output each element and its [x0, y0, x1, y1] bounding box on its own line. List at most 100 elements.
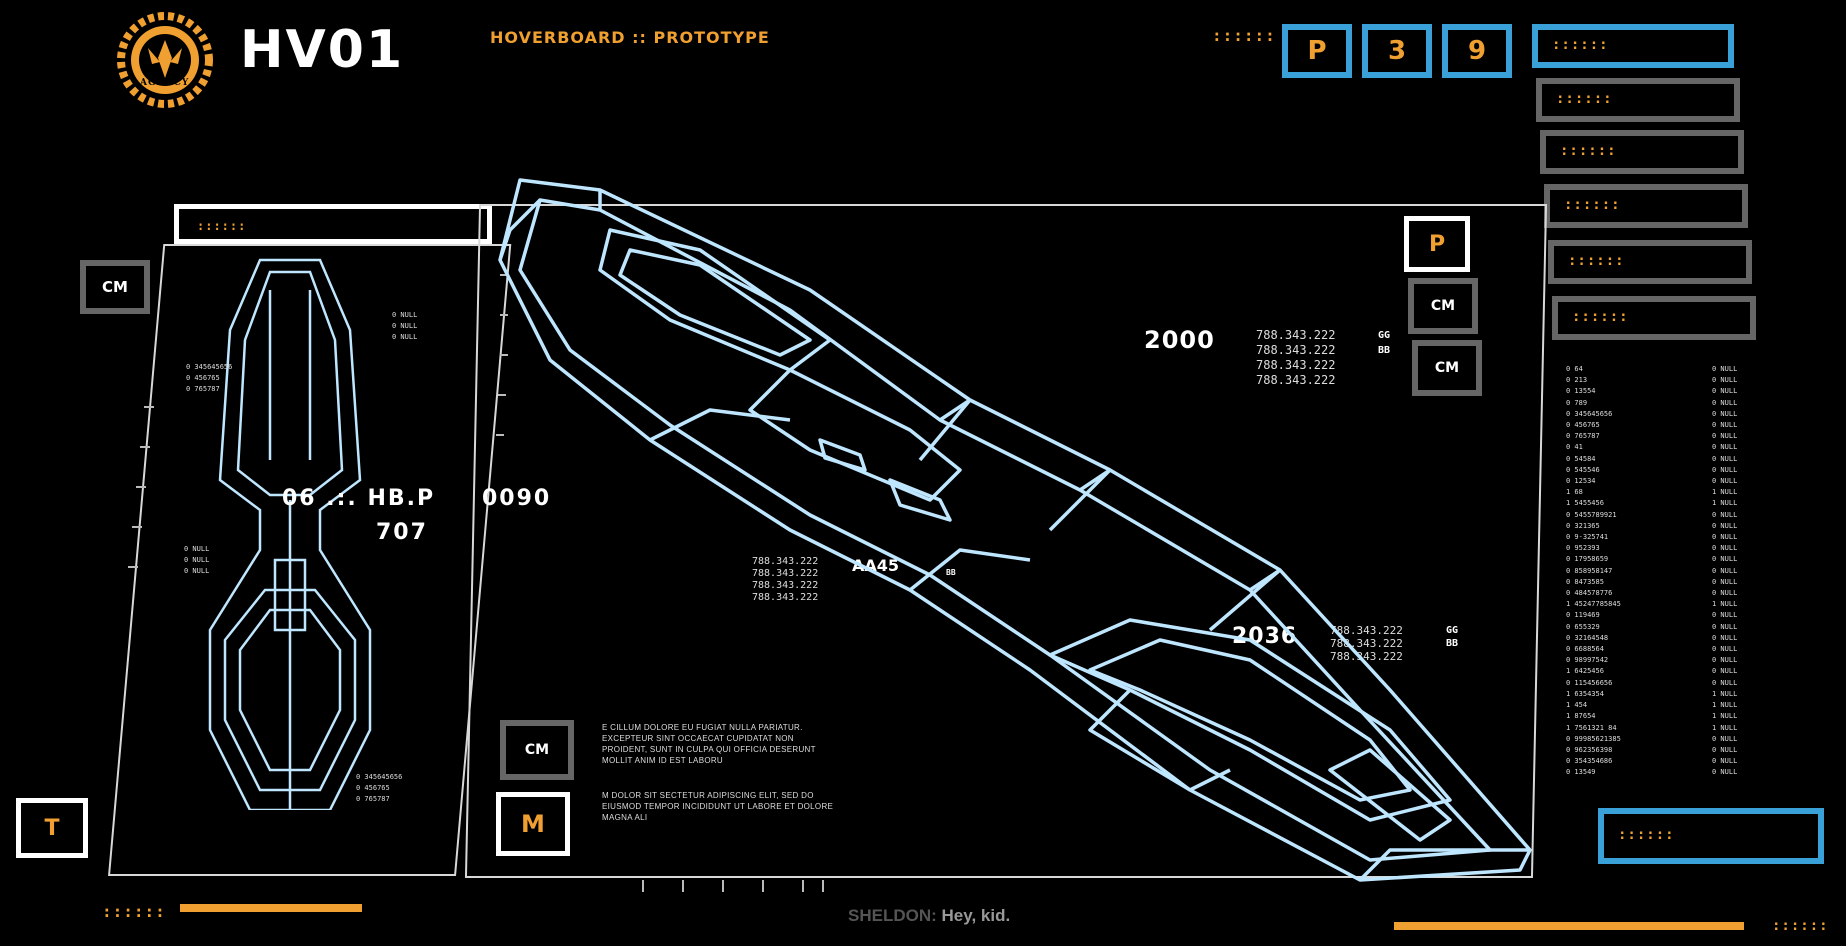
readout-line: 788.343.222	[1330, 624, 1403, 637]
page-title: HV01	[240, 20, 405, 80]
readout-tag: GG	[1446, 625, 1459, 636]
data-row: 0 NULL	[1712, 409, 1738, 418]
data-row: 1 454	[1566, 701, 1588, 710]
data-row: 1 NULL	[1712, 499, 1738, 508]
m-button[interactable]: M	[496, 792, 570, 856]
cm-button-bottom[interactable]: CM	[500, 720, 574, 780]
subtitle-caption: SHELDON: Hey, kid.	[848, 906, 1010, 926]
code-box-9[interactable]: 9	[1442, 24, 1512, 78]
num-row: 0 NULL	[392, 322, 418, 330]
num-row: 0 NULL	[184, 545, 210, 553]
data-row: 0 NULL	[1712, 510, 1738, 519]
data-row: 0 5455789921	[1566, 510, 1617, 519]
data-row: 1 6354354	[1566, 689, 1604, 698]
code-box-label: P	[1307, 36, 1327, 66]
data-row: 0 13554	[1566, 387, 1596, 396]
code-right: 0090	[482, 486, 552, 511]
right-menu-item-2[interactable]: ::::::	[1536, 78, 1740, 122]
left-panel-header[interactable]: ::::::	[174, 204, 492, 244]
readout-line: 788.343.222	[1256, 373, 1336, 387]
menu-dots: ::::::	[1568, 253, 1625, 269]
header-dots: ::::::	[1212, 26, 1276, 45]
left-cm-button[interactable]: CM	[80, 260, 150, 314]
bottom-right-bar	[1394, 922, 1744, 930]
data-row: 0 NULL	[1712, 656, 1738, 665]
data-row: 1 5455456	[1566, 499, 1604, 508]
data-row: 0 NULL	[1712, 421, 1738, 430]
num-row: 0 NULL	[392, 333, 418, 341]
data-row: 0 115456656	[1566, 678, 1613, 687]
readout-1-tags: GG BB	[1378, 328, 1390, 358]
num-row: 0 456765	[356, 784, 390, 792]
readout-3-code: AA45	[852, 556, 900, 575]
data-row: 0 6688564	[1566, 645, 1604, 654]
cm-label: CM	[1430, 298, 1456, 314]
data-row: 0 8473585	[1566, 577, 1604, 586]
cm-label: CM	[1434, 360, 1460, 376]
num-row: 0 NULL	[184, 567, 210, 575]
data-row: 1 NULL	[1712, 488, 1738, 497]
data-row: 0 NULL	[1712, 667, 1738, 676]
readout-line: 788.343.222	[1256, 343, 1336, 357]
readout-3-tag: BB	[946, 568, 956, 577]
data-row: 0 NULL	[1712, 376, 1738, 385]
readout-line: 788.343.222	[752, 580, 819, 591]
num-row: 0 765787	[356, 795, 390, 803]
data-row: 1 NULL	[1712, 712, 1738, 721]
data-row: 0 NULL	[1712, 544, 1738, 553]
cm-button-top[interactable]: CM	[1408, 278, 1478, 334]
t-button[interactable]: T	[16, 798, 88, 858]
readout-line: 788.343.222	[1330, 650, 1403, 663]
data-row: 0 456765	[1566, 421, 1600, 430]
data-row: 1 6425456	[1566, 667, 1604, 676]
data-column-right: 0 NULL 0 NULL 0 NULL 0 NULL 0 NULL 0 NULL 0 NU…	[1712, 364, 1802, 776]
data-row: 1 7561321 84	[1566, 723, 1617, 732]
data-row: 0 NULL	[1712, 365, 1738, 373]
data-row: 0 NULL	[1712, 398, 1738, 407]
data-row: 0 765787	[1566, 432, 1600, 441]
data-row: 0 9-325741	[1566, 533, 1609, 542]
data-row: 0 354354686	[1566, 757, 1613, 766]
right-menu-item-3[interactable]: ::::::	[1540, 130, 1744, 174]
right-menu-item-4[interactable]: ::::::	[1544, 184, 1748, 228]
num-row: 0 NULL	[392, 311, 418, 319]
readout-tag: GG	[1378, 330, 1391, 341]
cm-button-top-2[interactable]: CM	[1412, 340, 1482, 396]
code-box-p[interactable]: P	[1282, 24, 1352, 78]
data-row: 0 NULL	[1712, 611, 1738, 620]
cm-label: CM	[524, 742, 550, 758]
right-menu-item-1[interactable]: ::::::	[1532, 24, 1734, 68]
code-box-3[interactable]: 3	[1362, 24, 1432, 78]
hoverboard-perspective-schematic	[498, 178, 1532, 882]
left-nums-top: 0 NULL 0 NULL 0 NULL	[392, 310, 417, 343]
logo-label: AGENCY	[140, 78, 190, 88]
data-row: 0 41	[1566, 443, 1583, 452]
data-row: 0 NULL	[1712, 768, 1738, 776]
data-row: 0 NULL	[1712, 745, 1738, 754]
code-sub: 707	[376, 520, 428, 545]
cm-label: CM	[102, 278, 128, 296]
data-row: 0 952393	[1566, 544, 1600, 553]
readout-line: 788.343.222	[1256, 358, 1336, 372]
data-row: 0 NULL	[1712, 757, 1738, 766]
data-row: 0 NULL	[1712, 533, 1738, 542]
bottom-right-box[interactable]: ::::::	[1598, 808, 1824, 864]
code-box-label: 9	[1467, 36, 1487, 66]
data-row: 0 99985621385	[1566, 734, 1621, 743]
data-row: 0 12534	[1566, 477, 1596, 486]
description-text-1: E CILLUM DOLORE EU FUGIAT NULLA PARIATUR…	[602, 723, 816, 765]
right-menu-item-6[interactable]: ::::::	[1552, 296, 1756, 340]
data-row: 0 545546	[1566, 465, 1600, 474]
bottom-right-dots: ::::::	[1618, 827, 1675, 843]
p-button[interactable]: P	[1404, 216, 1470, 272]
menu-dots: ::::::	[1556, 91, 1613, 107]
readout-tag: BB	[1378, 345, 1391, 356]
bottom-far-right-dots: ::::::	[1772, 918, 1829, 934]
right-menu-item-5[interactable]: ::::::	[1548, 240, 1752, 284]
data-row: 0 NULL	[1712, 734, 1738, 743]
data-row: 0 119469	[1566, 611, 1600, 620]
caption-speaker: SHELDON:	[848, 906, 937, 925]
